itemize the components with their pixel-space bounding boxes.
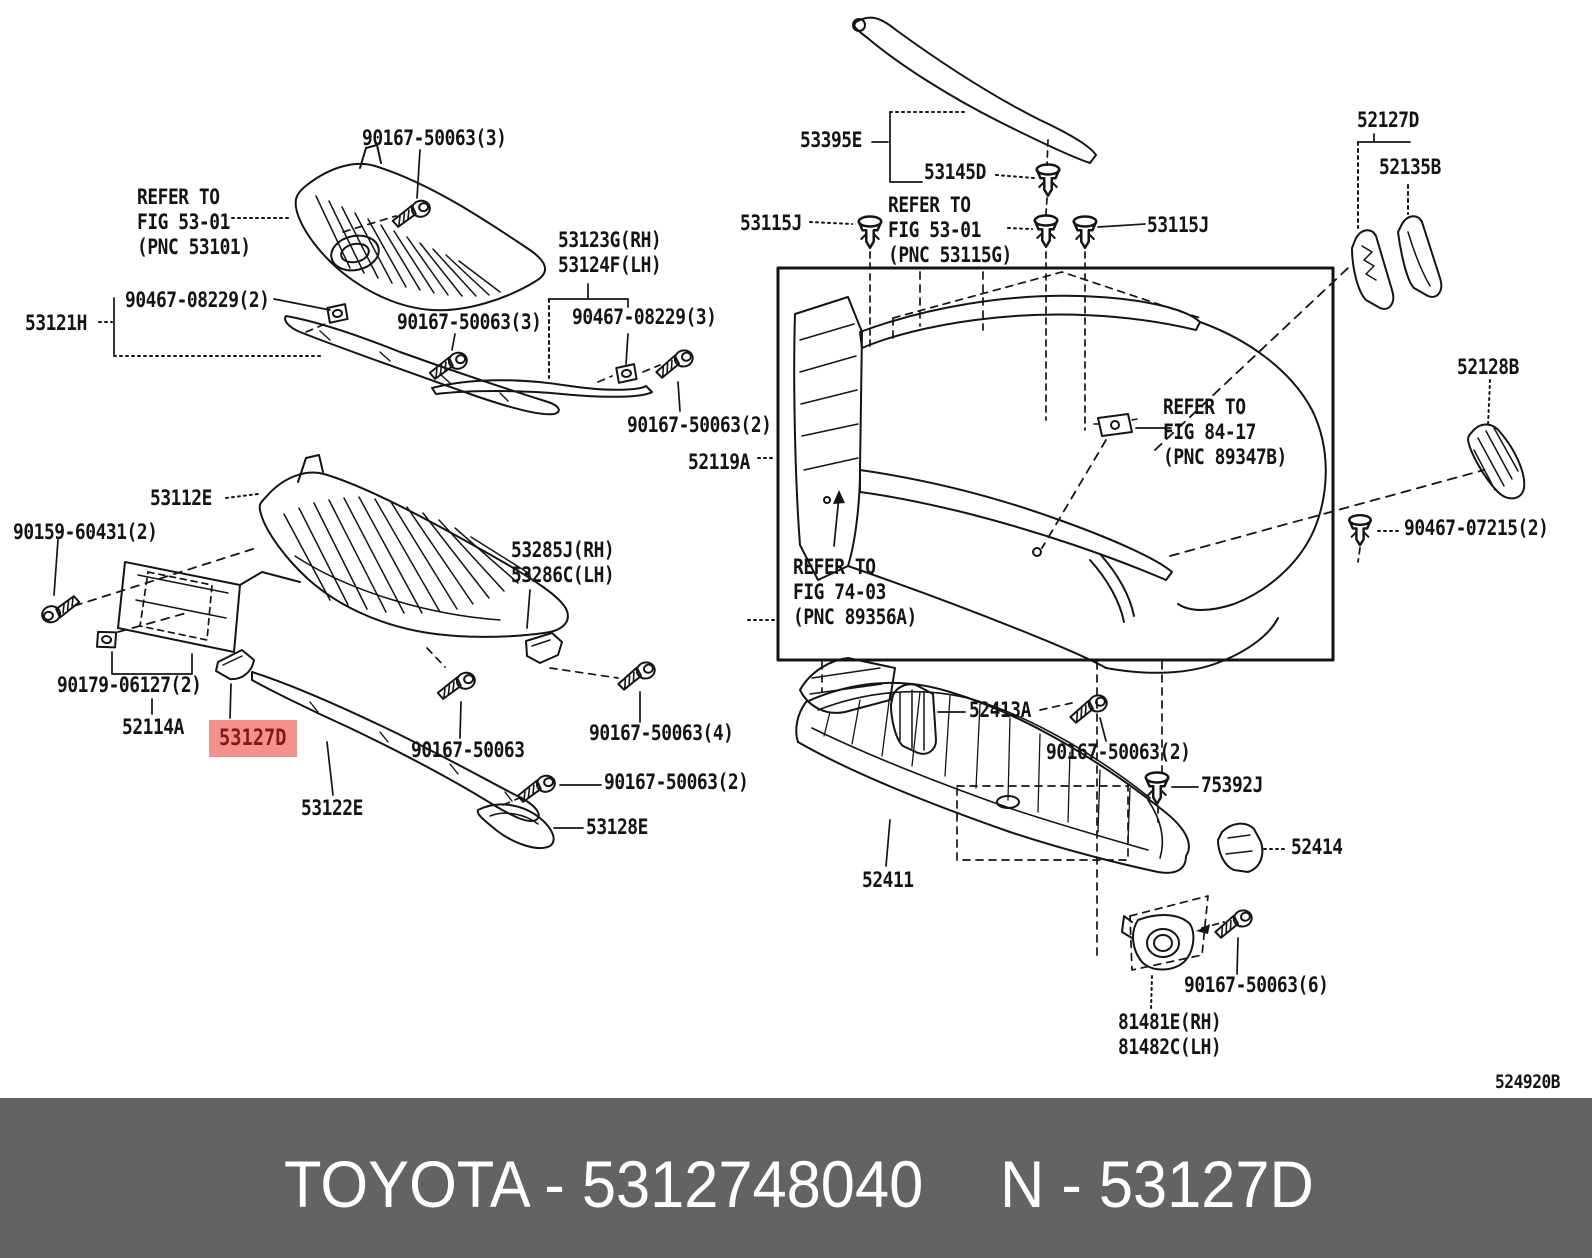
highlighted-part-label-53127d[interactable]: 53127D	[209, 720, 297, 757]
nut-icon	[326, 303, 349, 324]
highlighted-part-53127d-drawing	[215, 649, 255, 681]
part-label-75392j[interactable]: 75392J	[1201, 773, 1263, 797]
part-label-53122e[interactable]: 53122E	[301, 796, 363, 820]
part-label-90167-50063-2c[interactable]: 90167-50063(2)	[1046, 740, 1191, 764]
part-label-52114a[interactable]: 52114A	[122, 715, 184, 739]
part-label-52414[interactable]: 52414	[1291, 835, 1343, 859]
front-bumper-cover-drawing	[793, 294, 1327, 674]
part-label-90167-50063-4[interactable]: 90167-50063(4)	[589, 721, 734, 745]
part-label-90167-50063-3-top[interactable]: 90167-50063(3)	[362, 126, 507, 150]
part-label-53145d[interactable]: 53145D	[924, 160, 986, 184]
part-label-52128b[interactable]: 52128B	[1457, 355, 1519, 379]
part-label-52135b[interactable]: 52135B	[1379, 155, 1441, 179]
license-plate-bracket-drawing	[117, 561, 301, 653]
part-label-53128e[interactable]: 53128E	[586, 815, 648, 839]
part-label-90167-50063[interactable]: 90167-50063	[411, 738, 525, 762]
clip-icon	[1072, 215, 1098, 249]
fog-lamp-bezel-81481e	[1121, 914, 1195, 971]
highlighted-part-number: 53127D	[219, 725, 287, 751]
banner-pnc-code: N - 53127D	[1000, 1147, 1314, 1221]
refer-note-pnc-89356a: REFER TO FIG 74-03 (PNC 89356A)	[793, 555, 917, 629]
part-label-90467-07215-2[interactable]: 90467-07215(2)	[1404, 516, 1549, 540]
screw-icon	[38, 594, 84, 625]
refer-note-pnc-53115g: REFER TO FIG 53-01 (PNC 53115G)	[888, 193, 1012, 267]
part-label-53123g-53124f[interactable]: 53123G(RH) 53124F(LH)	[558, 228, 662, 277]
part-label-52413a[interactable]: 52413A	[969, 698, 1031, 722]
bumper-side-pad-52128b	[1467, 423, 1526, 500]
part-label-53395e[interactable]: 53395E	[800, 128, 862, 152]
part-label-52119a[interactable]: 52119A	[688, 450, 750, 474]
screw-icon	[433, 670, 479, 701]
part-label-90167-50063-2a[interactable]: 90167-50063(2)	[627, 413, 772, 437]
part-label-90467-08229-2[interactable]: 90467-08229(2)	[125, 288, 270, 312]
bumper-assembly-box	[776, 266, 1335, 662]
clip-icon	[1035, 163, 1061, 197]
part-label-53115j-left[interactable]: 53115J	[740, 211, 802, 235]
refer-note-pnc-53101: REFER TO FIG 53-01 (PNC 53101)	[137, 185, 251, 259]
part-label-90179-06127-2[interactable]: 90179-06127(2)	[57, 673, 202, 697]
hood-front-seal-53395e	[852, 16, 1097, 164]
part-label-90467-08229-3[interactable]: 90467-08229(3)	[572, 305, 717, 329]
clip-icon	[1033, 214, 1059, 248]
part-label-90167-50063-6[interactable]: 90167-50063(6)	[1184, 973, 1329, 997]
lower-grille-moulding-53122e	[251, 671, 540, 822]
part-label-81481e-81482c[interactable]: 81481E(RH) 81482C(LH)	[1118, 1010, 1222, 1059]
screw-icon	[613, 659, 659, 692]
hood-moulding-strip-53121h	[284, 315, 560, 416]
clip-icon	[857, 215, 883, 249]
clip-nut-icon	[94, 628, 119, 651]
bumper-extension-52414	[1217, 822, 1264, 873]
part-label-53112e[interactable]: 53112E	[150, 486, 212, 510]
part-label-53285j-53286c[interactable]: 53285J(RH) 53286C(LH)	[511, 538, 615, 587]
part-label-90167-50063-3b[interactable]: 90167-50063(3)	[397, 310, 542, 334]
lower-bumper-cover-52411	[795, 657, 1190, 874]
screw-icon	[425, 350, 471, 381]
diagram-code: 524920B	[1495, 1071, 1561, 1093]
clip-icon	[1347, 514, 1373, 547]
screw-icon	[513, 773, 559, 804]
refer-note-pnc-89347b: REFER TO FIG 84-17 (PNC 89347B)	[1163, 395, 1287, 469]
bumper-retainer-52413a	[890, 683, 937, 755]
banner-brand-part-number: TOYOTA - 5312748040	[284, 1147, 924, 1221]
part-label-52127d[interactable]: 52127D	[1357, 108, 1419, 132]
lower-grille-drawing-53112e	[258, 454, 569, 638]
moulding-end-piece-53128e	[476, 803, 555, 849]
part-label-53115j-right[interactable]: 53115J	[1147, 213, 1209, 237]
part-label-90167-50063-2b[interactable]: 90167-50063(2)	[604, 770, 749, 794]
upper-grille-drawing	[294, 144, 547, 312]
sensor-bracket-drawing	[1093, 413, 1138, 437]
part-number-banner	[0, 1098, 1592, 1258]
bumper-side-retainer-52127d	[1351, 229, 1395, 310]
part-label-53121h[interactable]: 53121H	[25, 311, 87, 335]
screw-icon	[1065, 692, 1111, 725]
nut-icon	[615, 363, 638, 384]
part-label-52411[interactable]: 52411	[862, 868, 914, 892]
bumper-side-retainer-52135b	[1397, 215, 1443, 298]
grille-pad-53285j	[525, 632, 563, 664]
screw-icon	[651, 347, 697, 380]
part-label-90159-60431-2[interactable]: 90159-60431(2)	[13, 520, 158, 544]
screw-icon	[388, 198, 434, 229]
radiator-grille-moulding-strip	[431, 379, 653, 398]
